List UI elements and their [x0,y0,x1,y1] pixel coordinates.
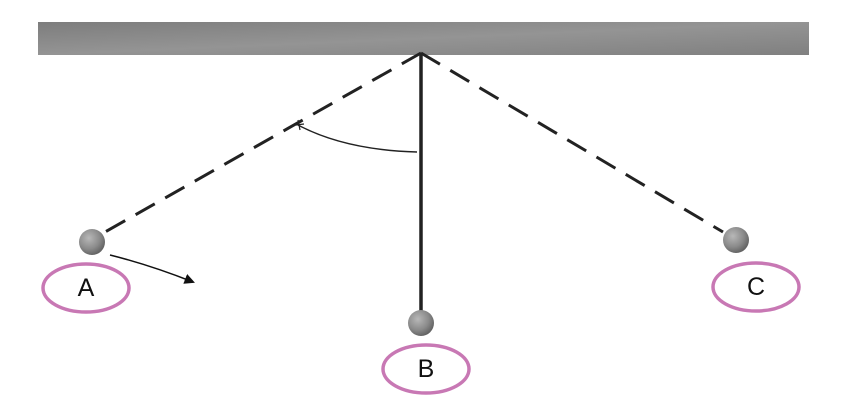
label-ring-b [381,343,471,395]
label-c: C [747,273,765,301]
bob-c [723,227,749,253]
label-b: B [418,355,435,383]
label-ring-c [711,261,801,313]
bob-a [79,229,105,255]
label-a: A [78,274,95,302]
bob-b [408,310,434,336]
string-dashed-to-a [97,51,422,238]
label-ring-a [41,262,131,314]
angle-arc-tick [295,119,305,131]
motion-arrow [109,254,195,284]
string-dashed-to-c [420,51,724,234]
angle-arc [297,124,418,153]
ceiling-support [38,22,809,55]
